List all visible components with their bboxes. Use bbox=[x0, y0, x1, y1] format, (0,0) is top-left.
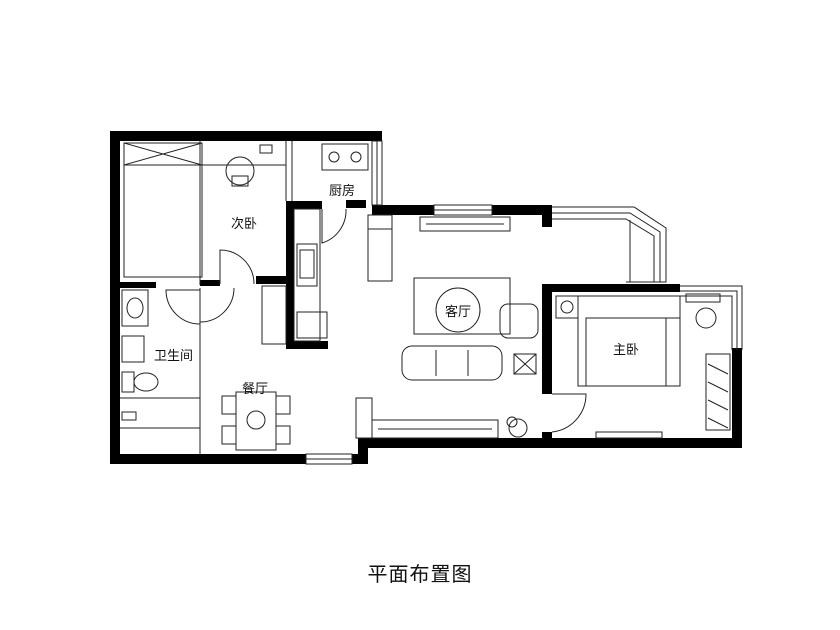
room-label-bathroom: 卫生间 bbox=[154, 349, 193, 364]
doors bbox=[165, 208, 587, 433]
room-label-master-bedroom: 主卧 bbox=[613, 343, 639, 358]
room-label-second-bedroom: 次卧 bbox=[231, 216, 257, 232]
interior-walls bbox=[120, 200, 680, 448]
master-bedroom-furniture bbox=[555, 293, 731, 431]
living-room-furniture bbox=[355, 214, 539, 439]
room-label-living-room: 客厅 bbox=[445, 304, 471, 320]
room-label-dining-room: 餐厅 bbox=[242, 381, 268, 397]
exterior-walls bbox=[110, 131, 742, 464]
room-label-kitchen: 厨房 bbox=[329, 183, 355, 199]
kitchen-furniture bbox=[261, 143, 369, 345]
second-bedroom-furniture bbox=[123, 142, 286, 278]
plan-caption: 平面布置图 bbox=[367, 562, 473, 586]
dining-furniture bbox=[221, 391, 291, 451]
bathroom-fixtures bbox=[120, 288, 201, 454]
windows bbox=[199, 140, 743, 465]
